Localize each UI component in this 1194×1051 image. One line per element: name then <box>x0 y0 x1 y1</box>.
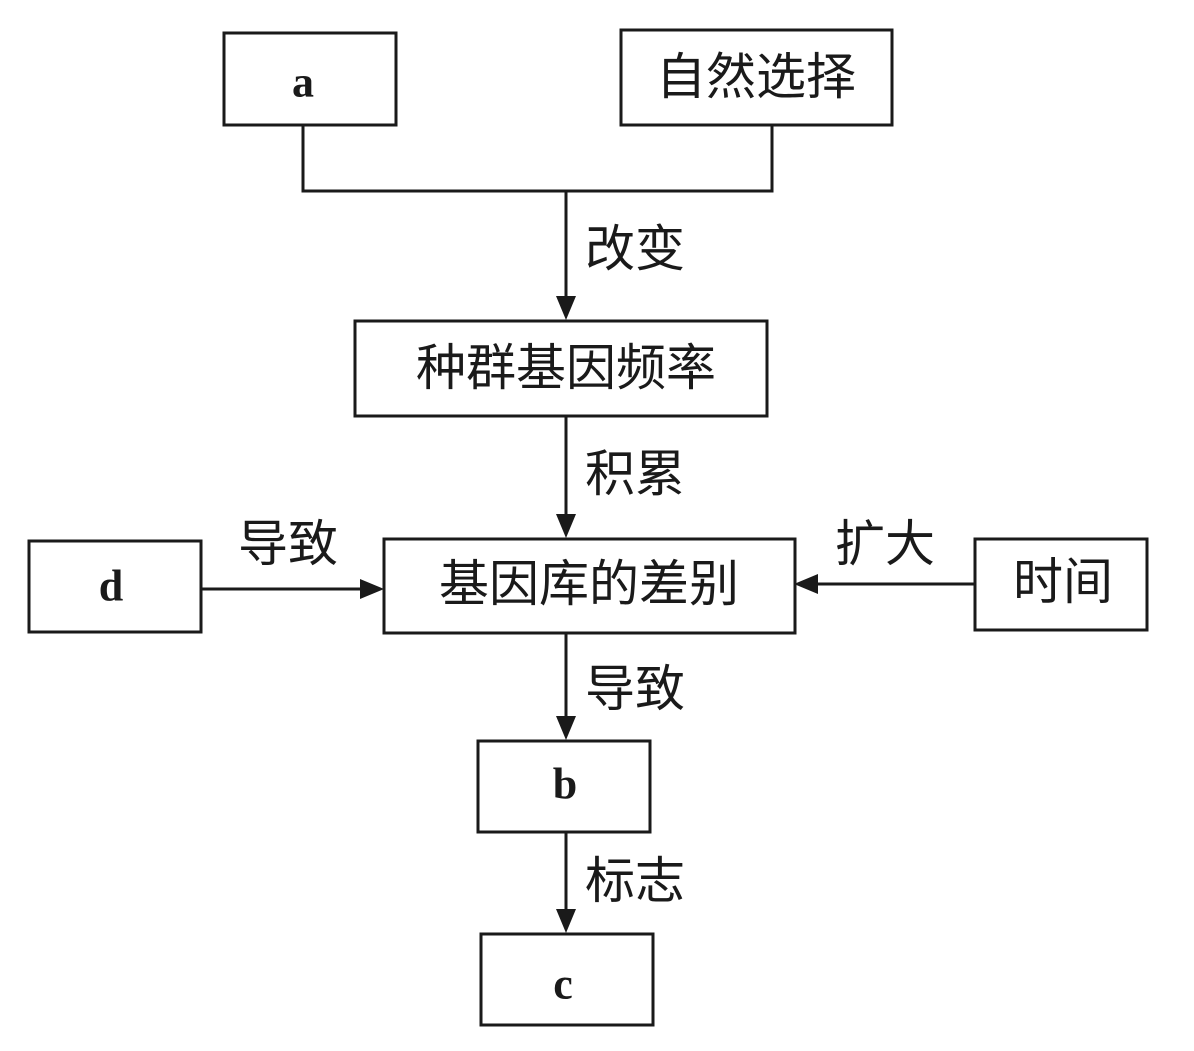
arrow-head-gene-pool-top <box>556 514 576 538</box>
edge-label-change: 改变 <box>585 220 685 278</box>
node-b-label: b <box>553 760 577 809</box>
arrow-head-gene-pool-right <box>794 574 818 594</box>
edge-label-expand: 扩大 <box>835 515 935 573</box>
arrow-head-c <box>556 909 576 933</box>
node-time: 时间 <box>973 537 1149 632</box>
node-a: a <box>222 31 398 127</box>
node-gene-pool-difference: 基因库的差别 <box>382 537 797 635</box>
edge-label-accumulate: 积累 <box>585 445 685 503</box>
node-c-label: c <box>553 960 573 1009</box>
node-gene-pool-difference-label: 基因库的差别 <box>439 555 739 613</box>
edge-label-lead-to-down: 导致 <box>585 660 685 718</box>
connector-a-to-merge <box>301 125 774 193</box>
node-natural-selection-label: 自然选择 <box>656 48 856 106</box>
edge-label-lead-to-left: 导致 <box>238 515 338 573</box>
node-time-label: 时间 <box>1013 553 1113 611</box>
edge-label-mark: 标志 <box>585 852 685 910</box>
arrow-head-b <box>556 716 576 740</box>
node-c: c <box>479 932 655 1027</box>
node-gene-frequency-label: 种群基因频率 <box>416 339 716 397</box>
node-d-label: d <box>99 562 123 611</box>
node-d: d <box>27 539 203 634</box>
arrow-head-gene-frequency <box>556 296 576 320</box>
node-gene-frequency: 种群基因频率 <box>353 319 769 418</box>
node-a-label: a <box>292 58 314 107</box>
node-natural-selection: 自然选择 <box>619 28 894 127</box>
node-b: b <box>476 739 652 834</box>
arrow-head-gene-pool-left <box>360 579 384 599</box>
